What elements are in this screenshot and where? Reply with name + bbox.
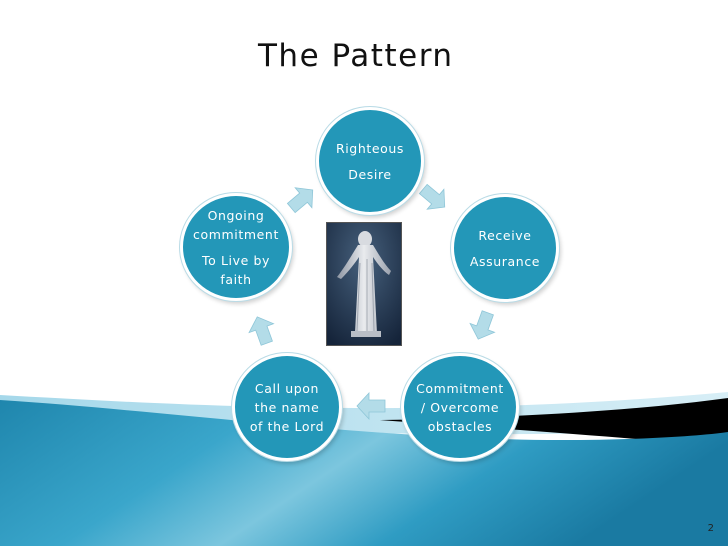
blue-wave xyxy=(0,400,728,546)
node-ongoing-commitment: Ongoing commitment To Live by faith xyxy=(180,193,292,301)
node-text: faith xyxy=(220,271,252,287)
black-stripe xyxy=(380,398,728,448)
node-text: Call upon xyxy=(254,380,320,396)
statue-figure-image xyxy=(326,222,402,346)
arrow-bottom xyxy=(356,391,386,421)
node-text: Receive xyxy=(478,227,532,243)
node-righteous-desire: Righteous Desire xyxy=(316,107,424,215)
arrow-top-left xyxy=(286,187,314,214)
node-commitment-overcome: Commitment / Overcome obstacles xyxy=(401,353,519,461)
node-text: / Overcome xyxy=(420,399,500,415)
node-call-upon: Call upon the name of the Lord xyxy=(232,353,342,461)
arrow-right xyxy=(469,310,496,340)
node-text: of the Lord xyxy=(249,418,325,434)
arrow-left xyxy=(248,316,275,346)
page-number: 2 xyxy=(707,523,714,534)
node-text: Assurance xyxy=(469,253,541,269)
node-text: Ongoing xyxy=(207,207,265,223)
arrow-top-right xyxy=(418,183,446,210)
slide-title: The Pattern xyxy=(258,38,454,74)
node-text: To Live by xyxy=(202,252,270,268)
node-receive-assurance: Receive Assurance xyxy=(451,194,559,302)
node-text: commitment xyxy=(193,226,279,242)
node-text: Righteous xyxy=(335,140,405,156)
node-text: obstacles xyxy=(427,418,493,434)
node-text: Commitment xyxy=(416,380,504,396)
node-text: the name xyxy=(254,399,320,415)
node-text: Desire xyxy=(348,166,392,182)
